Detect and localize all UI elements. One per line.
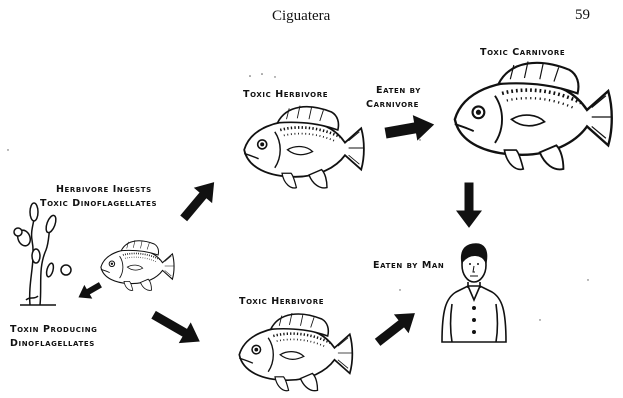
dinoflagellates-seaweed (14, 203, 71, 305)
arrow-to-bottom-herbivore (149, 305, 205, 350)
toxic-herbivore-fish-bottom (239, 313, 352, 391)
arrow-to-top-herbivore (176, 176, 222, 225)
toxic-herbivore-fish-top (244, 106, 364, 188)
arrow-bottom-herbivore-to-man (371, 305, 421, 351)
arrow-to-dinoflagellates (76, 279, 104, 303)
herbivore-fish-small (101, 240, 174, 290)
arrow-carnivore-to-man (457, 183, 481, 227)
man-figure (442, 244, 506, 342)
arrow-eaten-by-carnivore (384, 113, 435, 145)
toxic-carnivore-fish (455, 62, 612, 170)
